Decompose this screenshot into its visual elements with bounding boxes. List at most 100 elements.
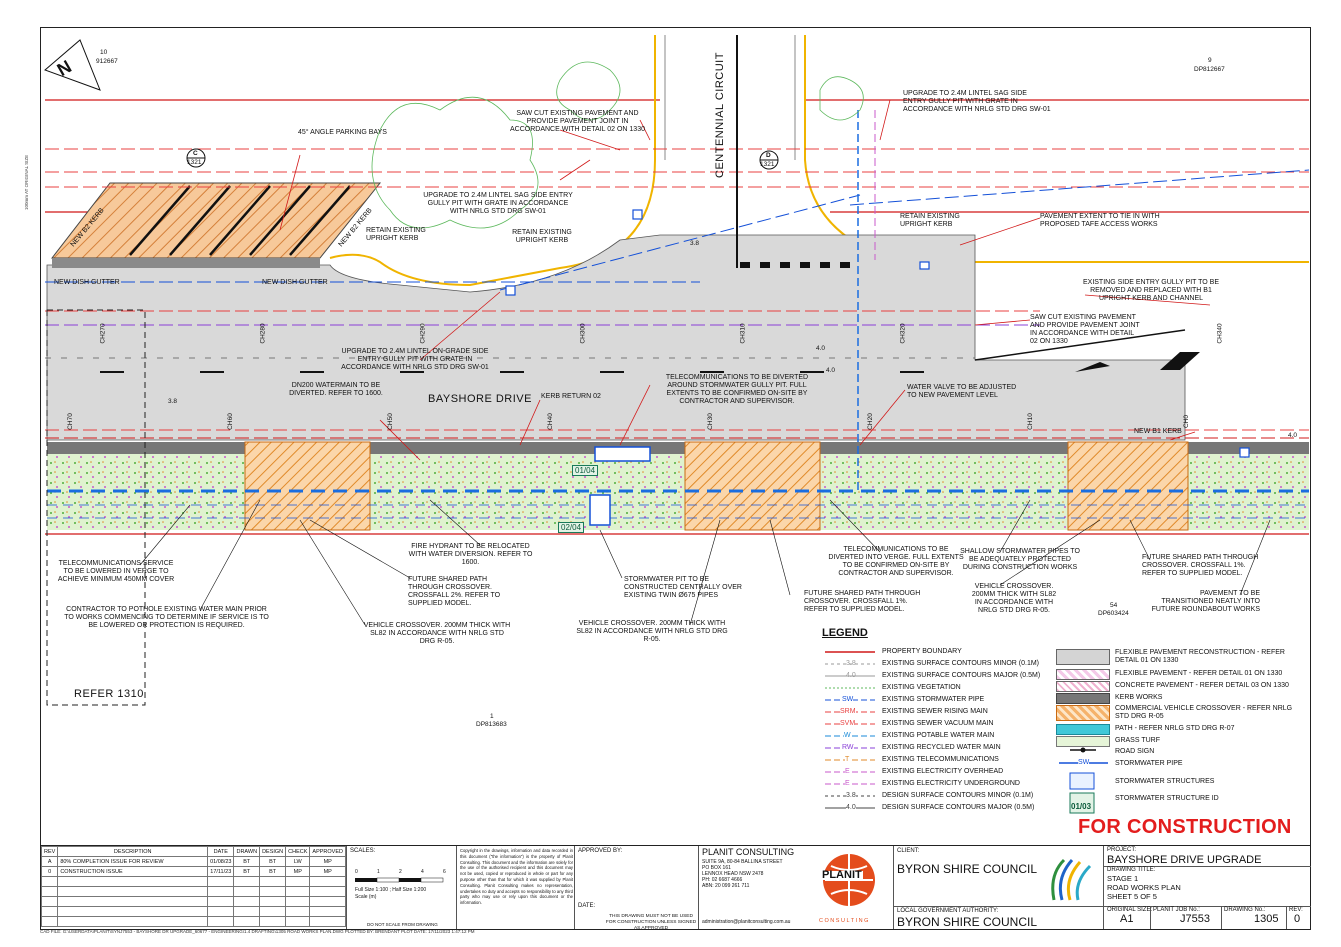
chainage-label: CH40 bbox=[546, 413, 554, 430]
chainage-label: CH320 bbox=[899, 323, 907, 344]
legend-swatch bbox=[1056, 693, 1110, 704]
section-marker-d bbox=[759, 150, 779, 170]
drawing-title-line: ROAD WORKS PLAN bbox=[1107, 883, 1181, 892]
table-row: A 80% COMPLETION ISSUE FOR REVIEW 01/08/… bbox=[40, 856, 346, 867]
title-block: REV DESCRIPTION DATE DRAWN DESIGN CHECK … bbox=[40, 845, 1311, 931]
scales-label: SCALES: bbox=[350, 848, 376, 854]
note-retain-kerb-mid: RETAIN EXISTING UPRIGHT KERB bbox=[512, 229, 572, 244]
rev-cell: 80% COMPLETION ISSUE FOR REVIEW bbox=[57, 856, 209, 867]
rev-cell: LW bbox=[285, 856, 311, 867]
gully-pit bbox=[594, 446, 651, 462]
rev-cell: BT bbox=[259, 866, 287, 877]
project-label: PROJECT: bbox=[1107, 847, 1137, 853]
client-cell: CLIENT: BYRON SHIRE COUNCIL LOCAL GOVERN… bbox=[893, 846, 1104, 929]
note-vehicle-crossover: VEHICLE CROSSOVER. 200mm THICK WITH SL82… bbox=[971, 583, 1057, 614]
revision-table: REV DESCRIPTION DATE DRAWN DESIGN CHECK … bbox=[40, 846, 346, 927]
note-kerb-return: KERB RETURN 02 bbox=[541, 393, 601, 400]
note-shared-path-1pc: FUTURE SHARED PATH THROUGH CROSSOVER. CR… bbox=[804, 590, 921, 613]
kerb-line bbox=[329, 35, 656, 287]
note-pavement-extent: PAVEMENT EXTENT TO TIE IN WITH PROPOSED … bbox=[1040, 213, 1160, 228]
section-c-sheet: 1321 bbox=[187, 159, 202, 166]
note-new-b1-kerb: NEW B1 KERB bbox=[1134, 428, 1182, 435]
parking-bay-lines bbox=[129, 185, 351, 256]
consultant-address-line: PO BOX 161 bbox=[702, 865, 731, 871]
rev-header: APPROVED bbox=[309, 846, 346, 857]
note-lintel-sag-right: UPGRADE TO 2.4m LINTEL SAG SIDE ENTRY GU… bbox=[903, 90, 1051, 113]
street-name-bayshore: BAYSHORE DRIVE bbox=[428, 393, 532, 405]
lot-plan: DP813683 bbox=[476, 721, 507, 728]
section-d-sheet: 1321 bbox=[760, 161, 775, 168]
arrow-marking bbox=[1160, 352, 1200, 370]
legend-item: EXISTING VEGETATION bbox=[882, 684, 961, 691]
note-telecom-verge: TELECOMMUNICATIONS TO BE DIVERTED INTO V… bbox=[828, 546, 964, 577]
lot-number: 54 bbox=[1110, 602, 1118, 609]
legend-item: ROAD SIGN bbox=[1115, 748, 1155, 755]
note-retain-kerb-left: RETAIN EXISTING UPRIGHT KERB bbox=[366, 227, 426, 242]
hold-line bbox=[740, 262, 850, 268]
annotation-leaders bbox=[139, 499, 1271, 626]
legend-item: EXISTING POTABLE WATER MAIN bbox=[882, 732, 995, 739]
pit-id-label: 01/04 bbox=[572, 465, 599, 476]
lot-number: 1 bbox=[490, 713, 494, 720]
scale-tick: 2 bbox=[399, 869, 402, 875]
chainage-label: CH280 bbox=[259, 323, 267, 344]
refer-1310-boundary bbox=[46, 309, 146, 706]
note-stormwater-pit: STORMWATER PIT TO BE CONSTRUCTED CENTRAL… bbox=[624, 576, 742, 599]
note-saw-cut-right: SAW CUT EXISTING PAVEMENT AND PROVIDE PA… bbox=[1030, 314, 1140, 345]
note-new-dish-gutter: NEW DISH GUTTER bbox=[54, 279, 120, 286]
legend-item: EXISTING ELECTRICITY OVERHEAD bbox=[882, 768, 1004, 775]
legend-item: FLEXIBLE PAVEMENT - REFER DETAIL 01 ON 1… bbox=[1115, 670, 1283, 677]
drawing-title-label: DRAWING TITLE: bbox=[1107, 867, 1156, 873]
legend-item: EXISTING RECYCLED WATER MAIN bbox=[882, 744, 1001, 751]
project-name: BAYSHORE DRIVE UPGRADE bbox=[1107, 854, 1262, 866]
legend-code: RW bbox=[842, 744, 854, 752]
legend-item: DESIGN SURFACE CONTOURS MAJOR (0.5m) bbox=[882, 804, 1035, 811]
rev-cell: BT bbox=[233, 866, 261, 877]
contour-label: 4.0 bbox=[816, 345, 826, 352]
rev-header: DESCRIPTION bbox=[57, 846, 209, 857]
planit-logo-word: PLANIT bbox=[821, 869, 863, 881]
byron-shire-logo-icon bbox=[1051, 858, 1092, 901]
contour-label: 3.8 bbox=[168, 398, 178, 405]
legend-item: STORMWATER PIPE bbox=[1115, 760, 1183, 767]
rev-header: REV bbox=[40, 846, 59, 857]
dish-gutter bbox=[52, 258, 320, 268]
original-size: A1 bbox=[1120, 913, 1134, 925]
legend-code: 3.8 bbox=[846, 792, 856, 800]
note-lintel-sag-mid: UPGRADE TO 2.4m LINTEL SAG SIDE ENTRY GU… bbox=[423, 192, 573, 215]
existing-vegetation bbox=[371, 61, 864, 229]
approval-warning: THIS DRAWING MUST NOT BE USED FOR CONSTR… bbox=[605, 914, 697, 931]
note-vehicle-crossover: VEHICLE CROSSOVER. 200mm THICK WITH SL82… bbox=[363, 622, 511, 645]
note-telecom-divert: TELECOMMUNICATIONS TO BE DIVERTED AROUND… bbox=[665, 374, 809, 405]
contour-label: 4.0 bbox=[826, 367, 836, 374]
lot-plan: DP812667 bbox=[1194, 66, 1225, 73]
scale-tick: 4 bbox=[421, 869, 424, 875]
copyright-cell: Copyright in the drawings, information a… bbox=[456, 846, 575, 929]
rev-cell: BT bbox=[233, 856, 261, 867]
note-lintel-on-grade: UPGRADE TO 2.4m LINTEL ON-GRADE SIDE ENT… bbox=[341, 348, 489, 371]
legend-symbols-right bbox=[1059, 747, 1108, 814]
original-size-label: ORIGINAL SIZE: bbox=[1107, 907, 1153, 913]
rev-cell: CONSTRUCTION ISSUE bbox=[57, 866, 209, 877]
legend-swatch bbox=[1056, 681, 1110, 692]
legend-item: KERB WORKS bbox=[1115, 694, 1163, 701]
legend-item: PROPERTY BOUNDARY bbox=[882, 648, 962, 655]
street-name-centennial: CENTENNIAL CIRCUIT bbox=[714, 52, 726, 178]
arrow-marking bbox=[1075, 362, 1110, 372]
legend-item: GRASS TURF bbox=[1115, 737, 1160, 744]
scale-unit: Scale (m) bbox=[355, 894, 377, 900]
approval-cell: APPROVED BY: DATE: THIS DRAWING MUST NOT… bbox=[574, 846, 699, 931]
note-shared-path-1pc: FUTURE SHARED PATH THROUGH CROSSOVER. CR… bbox=[1142, 554, 1259, 577]
legend: LEGEND 3.8 4.0 SW SRM SVM W RW T E E 3.8… bbox=[820, 627, 1310, 817]
scale-text: Full Size 1:100 ; Half Size 1:200 bbox=[355, 887, 427, 893]
legend-code: 4.0 bbox=[846, 804, 856, 812]
legend-structure-id: 01/03 bbox=[1071, 802, 1092, 811]
stormwater-pit bbox=[589, 494, 611, 526]
rev-header: DATE bbox=[207, 846, 235, 857]
chainage-label: CH270 bbox=[99, 323, 107, 344]
section-c-letter: C bbox=[193, 150, 198, 157]
chainage-label: CH70 bbox=[66, 413, 74, 430]
rev-header: DRAWN bbox=[233, 846, 261, 857]
stormwater-pipe bbox=[849, 169, 1310, 206]
chainage-label: CH20 bbox=[866, 413, 874, 430]
